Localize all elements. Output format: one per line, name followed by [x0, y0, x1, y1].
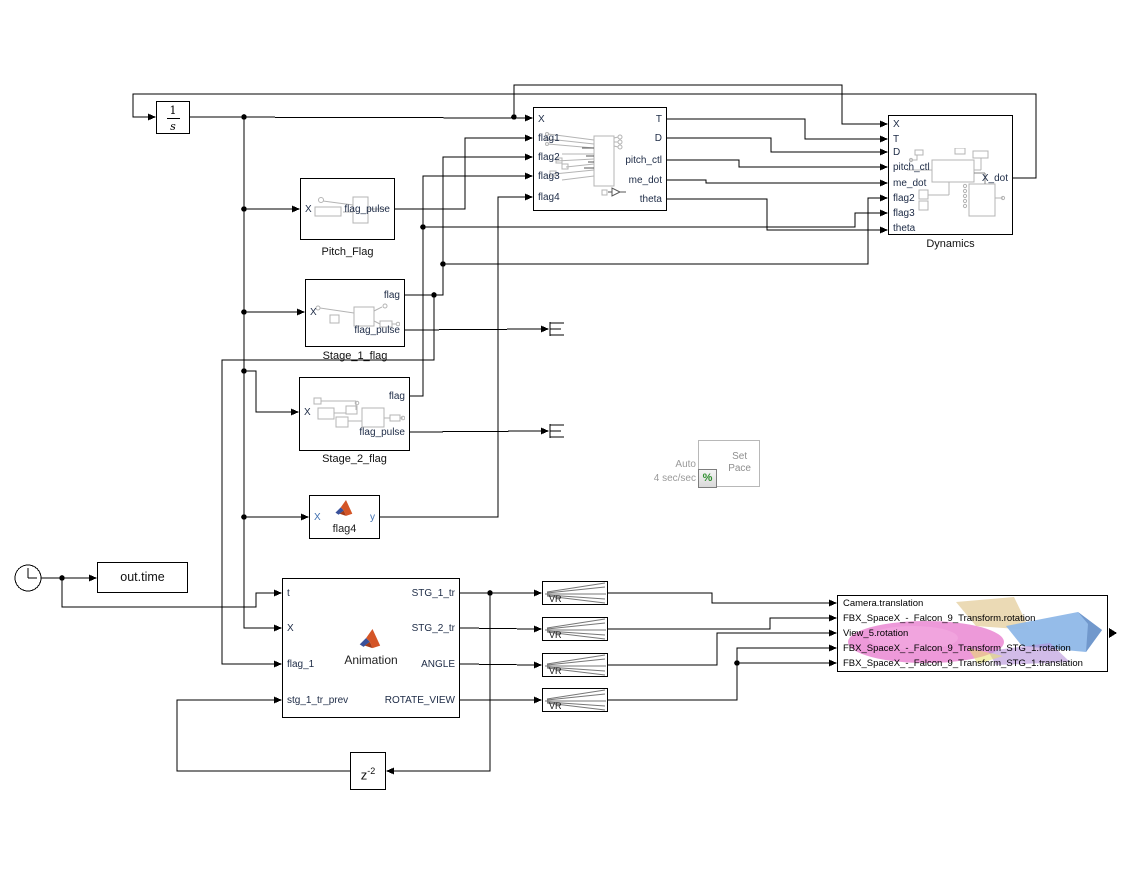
out-time-label: out.time — [120, 570, 165, 584]
stage-2-flag-caption: Stage_2_flag — [322, 453, 387, 465]
port-label: D — [654, 133, 662, 144]
set-pace-mode-annotation: Auto — [675, 459, 696, 470]
pitch-flag-block[interactable]: X flag_pulse — [300, 178, 395, 240]
port-label: X — [893, 119, 900, 130]
port-label: stg_1_tr_prev — [287, 695, 349, 706]
vr-sink-block[interactable]: Camera.translation FBX_SpaceX_-_Falcon_9… — [837, 595, 1108, 672]
matlab-logo-icon — [335, 500, 353, 516]
port-label: flag_1 — [287, 659, 315, 670]
vr-expander-label: VR — [549, 666, 562, 676]
port-label: STG_1_tr — [411, 588, 455, 599]
port-label: flag2 — [538, 152, 560, 163]
port-label: flag — [383, 290, 400, 301]
vr-sink-port-label: FBX_SpaceX_-_Falcon_9_Transform_STG_1.tr… — [843, 658, 1083, 669]
set-pace-block[interactable]: Set Pace % — [698, 440, 760, 488]
port-label: ROTATE_VIEW — [384, 695, 455, 706]
matlab-logo-icon — [359, 629, 381, 649]
port-label: X_dot — [981, 173, 1008, 184]
out-time-block[interactable]: out.time — [97, 562, 188, 593]
port-label: flag4 — [538, 192, 560, 203]
set-pace-rate-annotation: 4 sec/sec — [653, 473, 696, 484]
vr-expander-3[interactable]: VR — [542, 653, 608, 677]
clock-block[interactable] — [14, 564, 42, 592]
port-label: me_dot — [893, 178, 927, 189]
pitch-flag-caption: Pitch_Flag — [321, 246, 374, 258]
animation-block[interactable]: Animation t X flag_1 stg_1_tr_prev STG_1… — [282, 578, 460, 718]
terminator-2[interactable] — [549, 424, 564, 438]
port-label: flag2 — [893, 193, 915, 204]
arrowheads — [89, 113, 1117, 775]
vr-sink-port-label: FBX_SpaceX_-_Falcon_9_Transform.rotation — [843, 613, 1036, 624]
port-label: flag_pulse — [354, 325, 400, 336]
fraction-line — [166, 118, 180, 119]
port-label: me_dot — [628, 175, 662, 186]
vr-expander-2[interactable]: VR — [542, 617, 608, 641]
port-label: X — [538, 114, 545, 125]
port-label: T — [655, 114, 662, 125]
pace-percent-icon[interactable]: % — [698, 469, 717, 488]
flag4-caption: flag4 — [332, 523, 357, 535]
port-label: flag3 — [893, 208, 915, 219]
port-label: D — [893, 147, 901, 158]
port-label: pitch_ctl — [893, 162, 930, 173]
stage-1-flag-caption: Stage_1_flag — [322, 350, 388, 362]
port-label: flag_pulse — [344, 204, 390, 215]
port-label: X — [287, 623, 294, 634]
port-label: X — [305, 204, 312, 215]
vr-expander-4[interactable]: VR — [542, 688, 608, 712]
integrator-numerator: 1 — [169, 104, 177, 117]
wire-x-vertical — [243, 117, 275, 629]
delay-exponent: -2 — [367, 766, 376, 776]
delay-block[interactable]: z-2 — [350, 752, 386, 790]
vr-expander-label: VR — [549, 701, 562, 711]
dynamics-caption: Dynamics — [926, 238, 975, 250]
integrator-block[interactable]: 1 s — [156, 101, 190, 134]
port-label: flag1 — [538, 133, 560, 144]
set-pace-label-line2: Pace — [728, 463, 751, 474]
port-label: flag — [388, 391, 405, 402]
vr-sink-output-arrow — [1109, 628, 1117, 638]
flag4-function-block[interactable]: flag4 X y — [309, 495, 380, 539]
animation-caption: Animation — [344, 653, 398, 667]
wire-x-to-dynamics — [513, 84, 881, 125]
vr-expander-label: VR — [549, 594, 562, 604]
vr-sink-port-label: FBX_SpaceX_-_Falcon_9_Transform_STG_1.ro… — [843, 643, 1071, 654]
delay-base: z — [360, 767, 368, 783]
port-label: X — [314, 512, 321, 523]
port-label: X — [310, 307, 317, 318]
port-label: pitch_ctl — [625, 155, 662, 166]
port-label: ANGLE — [421, 659, 455, 670]
stage-1-flag-block[interactable]: X flag flag_pulse — [305, 279, 405, 347]
set-pace-label-line1: Set — [732, 451, 748, 462]
port-label: flag_pulse — [359, 427, 405, 438]
vr-sink-port-label: View_5.rotation — [843, 628, 909, 639]
stage-2-flag-block[interactable]: X flag flag_pulse — [299, 377, 410, 451]
vr-sink-port-label: Camera.translation — [843, 598, 924, 609]
junction-dots — [59, 114, 740, 666]
vr-expander-label: VR — [549, 630, 562, 640]
port-label: theta — [893, 223, 916, 234]
port-label: theta — [639, 194, 662, 205]
dynamics-block[interactable]: X T D pitch_ctl me_dot flag2 flag3 theta… — [888, 115, 1013, 235]
port-label: X — [304, 407, 311, 418]
port-label: T — [893, 134, 900, 145]
port-label: flag3 — [538, 171, 560, 182]
port-label: STG_2_tr — [411, 623, 455, 634]
port-label: y — [370, 512, 375, 523]
port-label: t — [287, 588, 290, 599]
integrator-denominator: s — [170, 120, 176, 133]
controller-subsystem-block[interactable]: X flag1 flag2 flag3 flag4 T D pitch_ctl … — [533, 107, 667, 211]
vr-expander-1[interactable]: VR — [542, 581, 608, 605]
terminator-1[interactable] — [549, 322, 564, 336]
wire-x-main — [188, 116, 527, 119]
wire-xdot-feedback — [132, 93, 1037, 179]
